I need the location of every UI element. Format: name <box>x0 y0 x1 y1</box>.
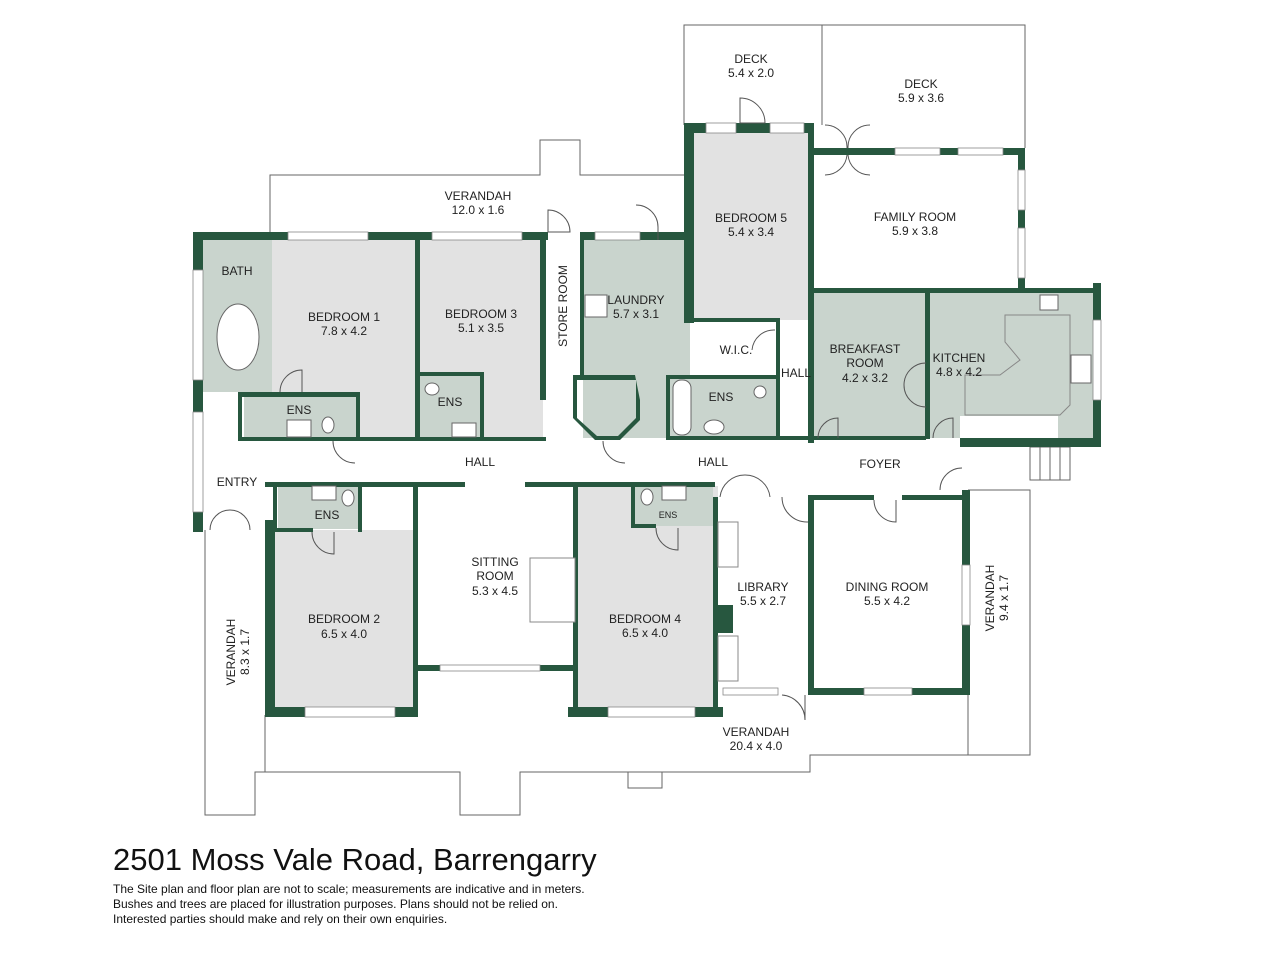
room-name: ENS <box>315 508 340 522</box>
room-name: DECK <box>734 52 767 66</box>
room-size: 12.0 x 1.6 <box>452 203 505 217</box>
disclaimer-line: Interested parties should make and rely … <box>113 912 448 926</box>
room-size: 5.7 x 3.1 <box>613 307 659 321</box>
room-name: LAUNDRY <box>607 293 664 307</box>
doors <box>209 97 963 721</box>
disclaimer-line: Bushes and trees are placed for illustra… <box>113 897 558 911</box>
sink-icon <box>286 419 312 438</box>
room-name: VERANDAH <box>983 565 997 632</box>
outdoor-outlines <box>204 24 1071 816</box>
room-size: 6.5 x 4.0 <box>321 627 367 641</box>
toilet-icon <box>640 488 654 506</box>
room-name: W.I.C. <box>720 343 753 357</box>
property-address-title: 2501 Moss Vale Road, Barrengarry <box>113 842 597 877</box>
room-size: 9.4 x 1.7 <box>997 575 1011 621</box>
room-size: 5.3 x 4.5 <box>472 584 518 598</box>
room-name: BEDROOM 3 <box>445 307 517 321</box>
room-name: VERANDAH <box>445 189 512 203</box>
room-size: 4.8 x 4.2 <box>936 365 982 379</box>
room-name: VERANDAH <box>224 619 238 686</box>
room-name: DINING ROOM <box>846 580 929 594</box>
room-size: 8.3 x 1.7 <box>238 629 252 675</box>
room-name: FOYER <box>859 457 901 471</box>
room-name: HALL <box>465 455 495 469</box>
room-name: ROOM <box>846 356 883 370</box>
room-size: 5.9 x 3.6 <box>898 91 944 105</box>
room-size: 5.5 x 2.7 <box>740 594 786 608</box>
stairs <box>1029 446 1071 481</box>
room-size: 20.4 x 4.0 <box>730 739 783 753</box>
room-name: BEDROOM 1 <box>308 310 380 324</box>
room-size: 5.4 x 2.0 <box>728 66 774 80</box>
room-name: KITCHEN <box>933 351 986 365</box>
room-name: ENS <box>287 403 312 417</box>
windows <box>192 122 1102 718</box>
room-name: STORE ROOM <box>556 265 570 347</box>
room-name: HALL <box>698 455 728 469</box>
room-name: ENTRY <box>217 475 257 489</box>
sink-icon <box>584 294 608 318</box>
toilet-icon <box>753 385 767 399</box>
fixtures <box>216 294 1092 682</box>
toilet-icon <box>424 382 440 396</box>
toilet-icon <box>321 416 335 434</box>
sink-icon <box>1070 354 1092 384</box>
toilet-icon <box>341 489 355 507</box>
sink-icon <box>311 485 337 501</box>
kitchen-island <box>964 314 1071 416</box>
bathtub-icon <box>216 303 260 371</box>
room-name: HALL <box>781 366 811 380</box>
room-name: VERANDAH <box>723 725 790 739</box>
room-name: BREAKFAST <box>830 342 901 356</box>
room-name: ENS <box>659 510 678 520</box>
room-size: 5.9 x 3.8 <box>892 224 938 238</box>
room-size: 7.8 x 4.2 <box>321 324 367 338</box>
disclaimer-notes: The Site plan and floor plan are not to … <box>113 882 585 927</box>
room-name: ENS <box>709 390 734 404</box>
room-size: 5.1 x 3.5 <box>458 321 504 335</box>
sink-icon <box>661 485 687 501</box>
room-size: 6.5 x 4.0 <box>622 626 668 640</box>
sink-icon <box>451 422 477 438</box>
room-size: 5.5 x 4.2 <box>864 594 910 608</box>
room-name: ENS <box>438 395 463 409</box>
room-name: BATH <box>221 264 252 278</box>
room-name: BEDROOM 5 <box>715 211 787 225</box>
fireplace <box>529 557 576 623</box>
room-size: 5.4 x 3.4 <box>728 225 774 239</box>
room-name: ROOM <box>476 569 513 583</box>
basin-icon <box>703 419 725 435</box>
cooktop-icon <box>1039 294 1059 311</box>
room-name: BEDROOM 4 <box>609 612 681 626</box>
room-size: 4.2 x 3.2 <box>842 371 888 385</box>
room-name: DECK <box>904 77 937 91</box>
room-name: BEDROOM 2 <box>308 612 380 626</box>
bathtub-icon <box>672 379 692 436</box>
room-name: LIBRARY <box>737 580 788 594</box>
room-labels: DECK 5.4 x 2.0 DECK 5.9 x 3.6 VERANDAH 1… <box>217 52 1011 753</box>
room-name: SITTING <box>471 555 518 569</box>
room-name: FAMILY ROOM <box>874 210 956 224</box>
disclaimer-line: The Site plan and floor plan are not to … <box>113 882 585 896</box>
